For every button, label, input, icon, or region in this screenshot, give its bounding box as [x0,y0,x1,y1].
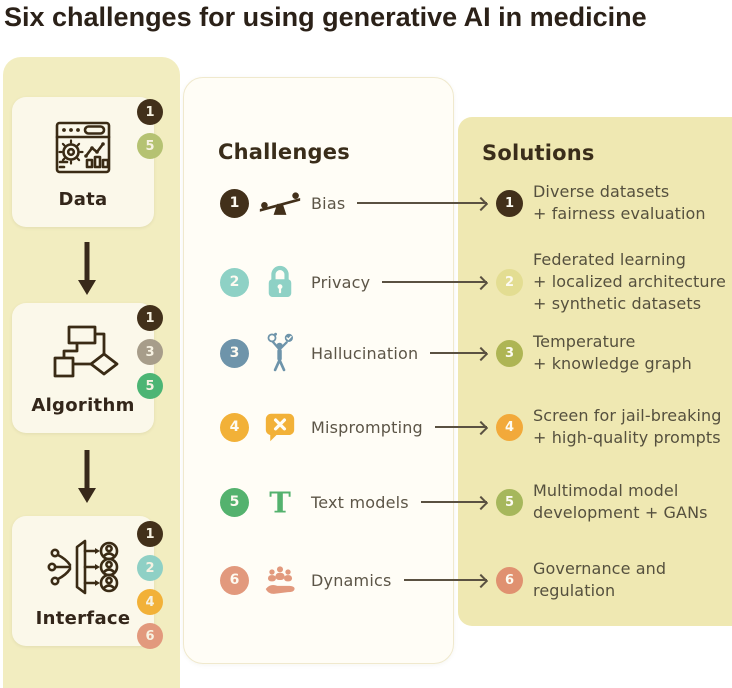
solution-text: Temperature+ knowledge graph [533,332,692,373]
challenge-row-privacy: 2 Privacy [220,260,490,304]
challenge-label: Dynamics [311,570,392,590]
solution-number: 4 [496,413,523,441]
stage-badges: 1 3 5 [137,305,163,399]
connector-arrow-icon [382,281,487,283]
connector-arrow-icon [434,426,487,428]
challenge-number: 5 [220,487,249,517]
interface-icon [45,528,121,606]
stage-badge-1: 1 [137,305,163,331]
challenge-row-dynamics: 6 Dynamics [220,558,490,602]
solution-number: 2 [496,268,523,296]
challenge-row-hallucination: 3 Hallucination [220,331,490,375]
stage-card-interface: Interface 1 2 4 6 [12,516,163,649]
challenge-label: Text models [311,492,409,512]
letter-t-icon: T [257,487,303,517]
solution-text: Screen for jail-breaking+ high-quality p… [533,406,722,447]
challenge-label: Misprompting [311,417,423,437]
lock-icon [257,265,303,299]
stage-badge-2: 2 [137,555,163,581]
challenge-label: Privacy [311,272,371,292]
stage-label: Algorithm [31,395,135,416]
page-title: Six challenges for using generative AI i… [4,2,647,32]
challenge-row-bias: 1 Bias [220,181,490,225]
challenge-label: Hallucination [311,343,419,363]
solution-row-3: 3 Temperature+ knowledge graph [496,331,692,375]
connector-arrow-icon [357,202,487,204]
connector-arrow-icon [403,579,487,581]
balance-icon [257,188,303,218]
stage-card-algorithm: Algorithm 1 3 5 [12,303,163,433]
solution-number: 1 [496,189,523,217]
stage-label: Data [58,189,108,210]
solution-row-1: 1 Diverse datasets+ fairness evaluation [496,181,706,225]
juggler-icon [257,332,303,374]
stage-badge-5: 5 [137,133,163,159]
connector-arrow-icon [420,501,487,503]
people-hand-icon [257,564,303,597]
solution-number: 5 [496,488,523,516]
challenges-header: Challenges [218,140,350,164]
stage-badge-6: 6 [137,623,163,649]
svg-text:T: T [269,487,291,517]
stage-badge-1: 1 [137,99,163,125]
flowchart-icon [46,315,120,393]
down-arrow-icon [75,240,99,300]
solutions-header: Solutions [482,141,595,165]
stage-badge-5: 5 [137,373,163,399]
stage-badge-3: 3 [137,339,163,365]
down-arrow-icon [75,448,99,508]
solution-text: Diverse datasets+ fairness evaluation [533,182,706,223]
solution-text: Federated learning+ localized architectu… [533,250,726,313]
solution-row-4: 4 Screen for jail-breaking+ high-quality … [496,405,722,449]
challenge-number: 3 [220,338,249,368]
solution-number: 3 [496,339,523,367]
stage-badge-1: 1 [137,521,163,547]
challenge-number: 2 [220,267,249,297]
solution-row-2: 2 Federated learning+ localized architect… [496,249,726,315]
challenge-row-text-models: 5 T Text models [220,480,490,524]
stage-label: Interface [35,608,131,629]
challenge-number: 1 [220,188,249,218]
challenge-number: 4 [220,412,249,442]
stage-badges: 1 2 4 6 [137,521,163,649]
stage-badge-4: 4 [137,589,163,615]
connector-arrow-icon [430,352,487,354]
chat-error-icon [257,412,303,443]
dashboard-icon [46,109,120,187]
challenge-label: Bias [311,193,346,213]
challenge-number: 6 [220,565,249,595]
challenge-row-misprompting: 4 Misprompting [220,405,490,449]
solution-number: 6 [496,566,523,594]
